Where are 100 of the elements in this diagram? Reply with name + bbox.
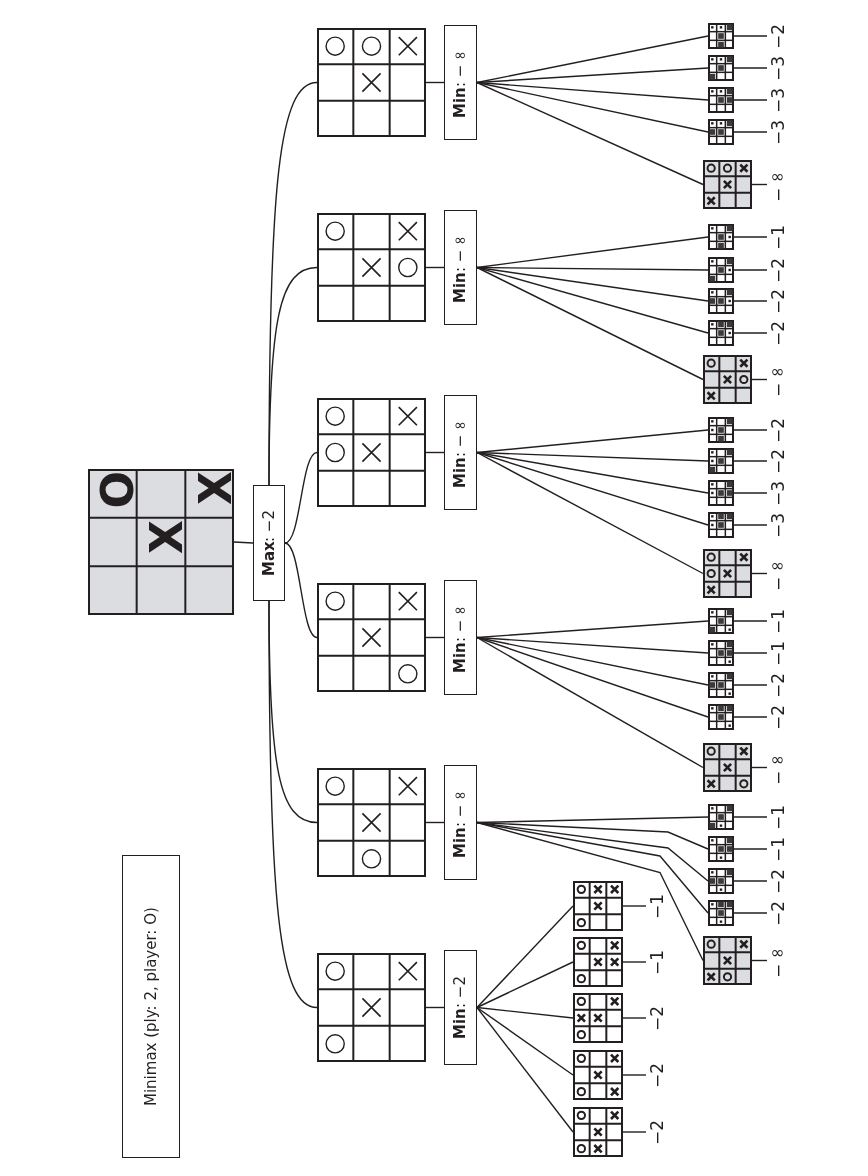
score-value: −∞ [767,366,789,393]
tic-tac-toe-board-drawing [708,868,734,894]
score-value: −2 [767,23,789,49]
connector-line [476,816,709,824]
tic-tac-toe-board-drawing [708,23,734,49]
score-value: −∞ [767,560,789,587]
min-value-box: Min: −∞ [444,580,477,695]
min-value-box: Min: −∞ [444,765,477,880]
connector-line [622,1017,647,1019]
tic-tac-toe-board-drawing [573,937,623,987]
connector-line [476,821,709,882]
connector-line [622,961,647,963]
tic-tac-toe-board-drawing [708,448,734,474]
tic-tac-toe-board-drawing [708,119,734,145]
score-value: −3 [767,119,789,145]
connector-line [733,684,768,686]
score-value: −∞ [767,171,789,198]
connector-line [268,81,318,486]
tic-tac-toe-board-drawing [317,768,426,877]
score-value: −1 [767,224,789,250]
score-value: −3 [767,55,789,81]
connector-line [476,1006,574,1076]
board-mark: O [96,471,141,509]
connector-line [733,269,768,271]
tic-tac-toe-board-drawing [573,1107,623,1157]
connector-line [733,492,768,494]
score-value: −1 [767,640,789,666]
score-value: −2 [767,448,789,474]
tic-tac-toe-board-drawing [317,583,426,692]
connector-line [476,451,709,526]
connector-line [476,451,704,575]
connector-line [476,35,709,84]
tic-tac-toe-board-drawing [573,881,623,931]
connector-line [733,35,768,37]
connector-line [284,451,318,544]
connector-line [733,816,768,818]
game-board [88,469,234,615]
tic-tac-toe-board-drawing [317,213,426,322]
connector-line [476,236,709,269]
score-value: −2 [646,1005,668,1031]
tic-tac-toe-board-drawing [708,320,734,346]
tic-tac-toe-board-drawing [708,804,734,830]
score-value: −2 [767,868,789,894]
connector-line [733,620,768,622]
tic-tac-toe-board-drawing [708,900,734,926]
connector-line [733,848,768,850]
tic-tac-toe-board-drawing [708,640,734,666]
tic-tac-toe-board-drawing [703,743,752,792]
tic-tac-toe-board-drawing [573,1050,623,1100]
tic-tac-toe-board-drawing [703,549,752,598]
tic-tac-toe-board-drawing [703,936,752,985]
score-value: −2 [767,672,789,698]
connector-line [733,236,768,238]
connector-line [733,332,768,334]
score-value: −3 [767,87,789,113]
score-value: −2 [646,1062,668,1088]
connector-line [476,429,709,454]
tic-tac-toe-board-drawing [317,28,426,137]
tic-tac-toe-board-drawing [708,480,734,506]
connector-line [476,1006,574,1019]
tic-tac-toe-board-drawing [317,953,426,1062]
connector-line [733,524,768,526]
connector-line [233,541,254,544]
tic-tac-toe-board-drawing [703,355,752,404]
connector-line [476,961,574,1009]
connector-line [622,1131,647,1133]
connector-line [733,300,768,302]
connector-line [476,636,704,769]
min-value-box: Min: −∞ [444,210,477,325]
min-value-box: Min: −∞ [444,395,477,510]
connector-line [476,905,574,1009]
tic-tac-toe-board-drawing [708,288,734,314]
connector-line [733,460,768,462]
tic-tac-toe-board-drawing [708,836,734,862]
connector-line [622,905,647,907]
tic-tac-toe-board-drawing [708,257,734,283]
connector-line [476,266,704,381]
score-value: −∞ [767,947,789,974]
board-mark: X [145,520,189,554]
score-value: −1 [646,949,668,975]
connector-line [476,1006,574,1133]
tic-tac-toe-board-drawing [708,55,734,81]
score-value: −2 [767,288,789,314]
connector-line [733,716,768,718]
score-value: −3 [767,480,789,506]
min-value-box: Min: −∞ [444,25,477,140]
min-value-box: Min: −2 [444,950,477,1065]
title-box: Minimax (ply: 2, player: O) [122,855,180,1158]
max-value-box: Max: −2 [253,485,285,601]
connector-line [733,652,768,654]
score-value: −3 [767,512,789,538]
connector-line [733,880,768,882]
tic-tac-toe-board-drawing [317,398,426,507]
score-value: −2 [767,417,789,443]
tic-tac-toe-board-drawing [573,993,623,1043]
score-value: −∞ [767,754,789,781]
tic-tac-toe-board-drawing [708,224,734,250]
connector-line [284,542,318,639]
tic-tac-toe-board-drawing [708,704,734,730]
score-value: −2 [767,704,789,730]
